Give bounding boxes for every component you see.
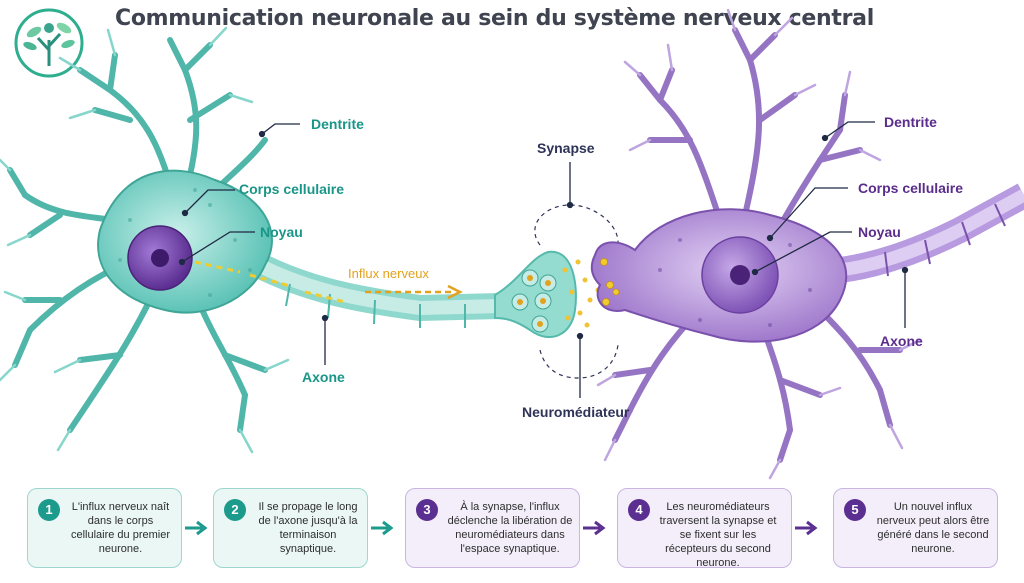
step-text: À la synapse, l'influx déclenche la libé… bbox=[447, 501, 573, 555]
arrow-right-icon bbox=[795, 520, 818, 536]
arrow-right-icon bbox=[371, 520, 394, 536]
left-axon bbox=[227, 242, 577, 339]
step-4: 4 Les neuromédiateurs traversent la syna… bbox=[617, 488, 792, 569]
right-nucleus-label: Noyau bbox=[858, 224, 901, 240]
influx-label: Influx nerveux bbox=[348, 266, 429, 281]
step-number: 2 bbox=[224, 499, 246, 521]
step-3: 3 À la synapse, l'influx déclenche la li… bbox=[405, 488, 580, 568]
left-dendrite-label: Dentrite bbox=[311, 116, 364, 132]
neurotransmitter-label: Neuromédiateur bbox=[522, 404, 630, 420]
step-5: 5 Un nouvel influx nerveux peut alors êt… bbox=[833, 488, 998, 568]
step-text: L'influx nerveux naît dans le corps cell… bbox=[70, 501, 171, 555]
arrow-right-icon bbox=[185, 520, 208, 536]
step-1: 1 L'influx nerveux naît dans le corps ce… bbox=[27, 488, 182, 568]
step-number: 1 bbox=[38, 499, 60, 521]
arrow-right-icon bbox=[583, 520, 606, 536]
page-title: Communication neuronale au sein du systè… bbox=[115, 6, 874, 31]
step-text: Il se propage le long de l'axone jusqu'à… bbox=[258, 501, 358, 555]
right-axon-label: Axone bbox=[880, 333, 923, 349]
left-cell-body-label: Corps cellulaire bbox=[239, 181, 345, 197]
left-dendrites bbox=[7, 37, 268, 433]
step-2: 2 Il se propage le long de l'axone jusqu… bbox=[213, 488, 368, 568]
right-axon bbox=[838, 183, 1024, 283]
right-cell-body-label: Corps cellulaire bbox=[858, 180, 964, 196]
step-number: 4 bbox=[628, 499, 650, 521]
vesicles bbox=[511, 269, 557, 333]
step-number: 5 bbox=[844, 499, 866, 521]
tree-logo-icon bbox=[14, 8, 84, 78]
step-text: Les neuromédiateurs traversent la synaps… bbox=[659, 501, 777, 569]
neuron-illustration bbox=[0, 8, 1024, 480]
left-nucleus-label: Noyau bbox=[260, 224, 303, 240]
impulse-path bbox=[194, 260, 346, 304]
right-dendrite-label: Dentrite bbox=[884, 114, 937, 130]
synapse-label: Synapse bbox=[537, 140, 595, 156]
step-text: Un nouvel influx nerveux peut alors être… bbox=[876, 501, 990, 555]
left-axon-label: Axone bbox=[302, 369, 345, 385]
step-number: 3 bbox=[416, 499, 438, 521]
